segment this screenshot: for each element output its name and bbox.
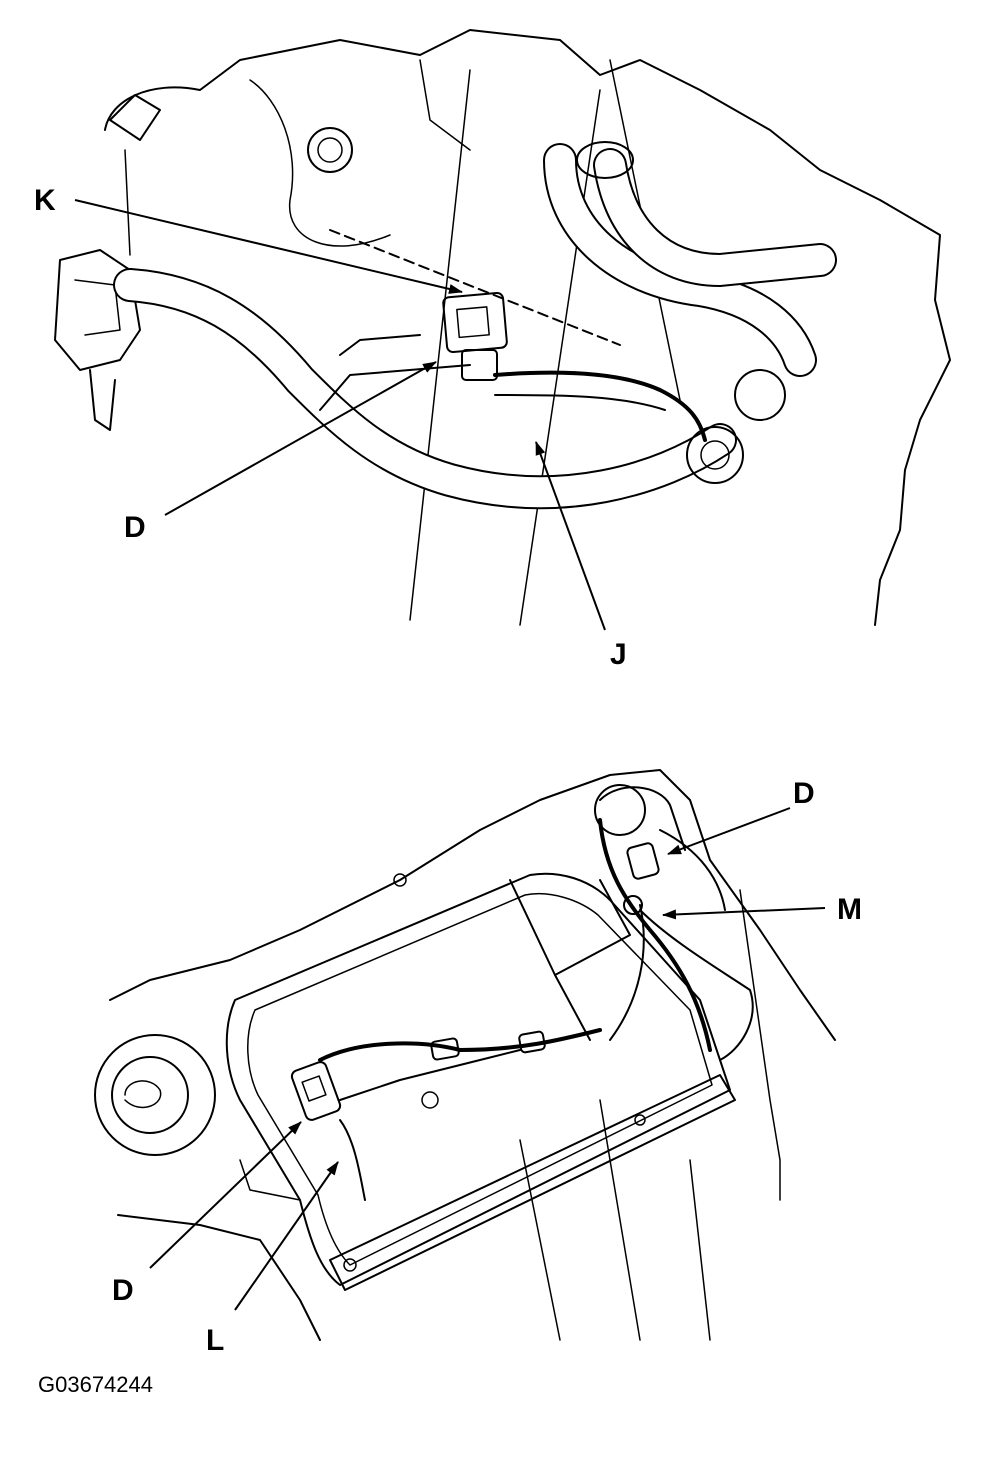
- callout-arrow-l: [234, 1161, 339, 1311]
- sensor-connector-top: [442, 291, 508, 381]
- module-housing: [225, 872, 731, 1286]
- callout-label-d-bottom-lower: D: [112, 1274, 134, 1307]
- callout-label-l: L: [206, 1324, 224, 1357]
- harness-j: [493, 370, 707, 442]
- callout-arrow-d-bottom-lower: [149, 1121, 302, 1269]
- callout-arrow-m: [662, 907, 826, 920]
- callout-label-m: M: [837, 893, 862, 926]
- callout-arrow-d-bottom-upper: [667, 807, 791, 855]
- callout-label-d-top: D: [124, 511, 146, 544]
- engine-block-outline: [104, 29, 951, 626]
- sensor-connector-bottom-lower: [290, 1061, 342, 1121]
- callout-arrow-j: [535, 441, 606, 631]
- callout-label-j: J: [610, 638, 627, 671]
- harness-m: [598, 818, 712, 1052]
- callout-label-k: K: [34, 184, 56, 217]
- callout-arrow-d-top: [164, 361, 437, 516]
- callout-arrow-k: [74, 199, 463, 294]
- figure-id: G03674244: [38, 1372, 153, 1397]
- bottom-illustration: [94, 769, 836, 1341]
- top-illustration: [54, 29, 951, 626]
- sensor-connector-bottom-upper: [623, 842, 660, 915]
- harness-l: [318, 1028, 602, 1062]
- callout-label-d-bottom-upper: D: [793, 777, 815, 810]
